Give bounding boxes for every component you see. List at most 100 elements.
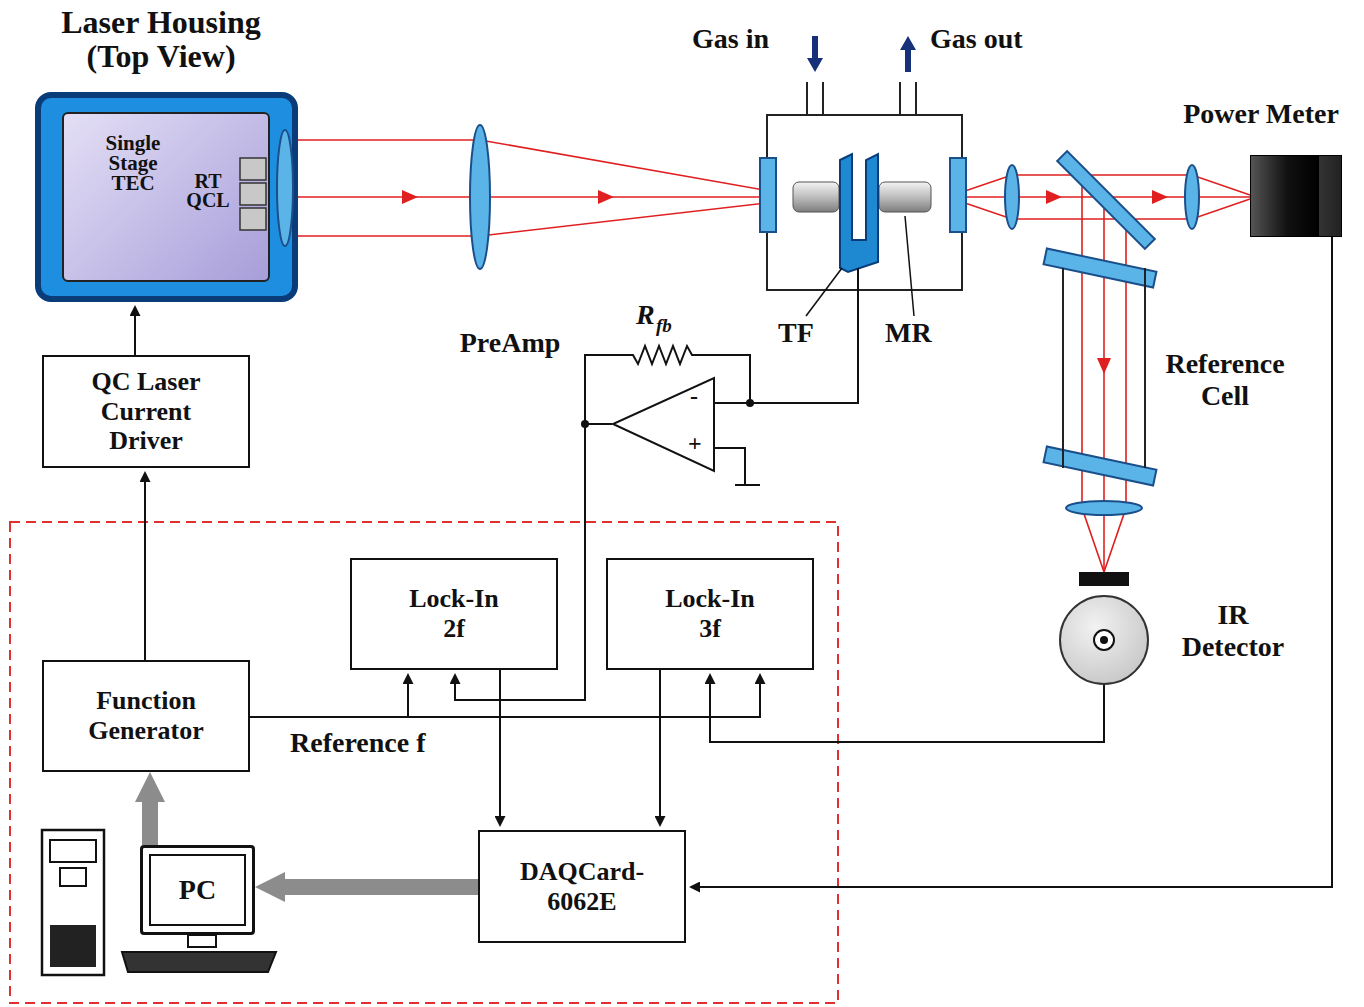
node-text: PreAmp: [445, 327, 575, 359]
node-box: Function Generator: [42, 660, 250, 772]
signal-wire: [499, 670, 501, 816]
lens: [1005, 165, 1019, 229]
gas-in-arrow: [807, 36, 823, 72]
part-label: R: [636, 300, 655, 331]
beam-arrow: [1046, 190, 1062, 204]
beam-splitter: [1057, 151, 1155, 249]
beam-arrow: [1097, 358, 1111, 374]
node-text: QC Laser Current Driver: [71, 367, 221, 457]
gas-out-arrow: [900, 36, 916, 72]
wire: [715, 268, 858, 403]
detector-element: [1094, 630, 1114, 650]
wire: [585, 268, 858, 485]
cell-window: [950, 158, 966, 232]
node-box: Single Stage TECRT QCLLaser Housing (Top…: [35, 92, 298, 302]
gas-pipe: [899, 82, 901, 115]
node-text: Reference Cell: [1150, 348, 1300, 412]
node-box: Lock-In 2f: [350, 558, 558, 670]
part-label: MR: [885, 318, 932, 349]
qcl-chip: [240, 183, 266, 205]
signal-wire: [659, 670, 661, 816]
node-text: Lock-In 2f: [399, 584, 509, 644]
pc-drive: [60, 868, 86, 886]
edge-label: Reference f: [290, 728, 426, 759]
node-box: Power Meter: [1250, 155, 1342, 237]
signal-wire: [455, 424, 612, 700]
part-label: +: [688, 430, 702, 456]
gas-pipe: [807, 82, 916, 115]
node-box: Single Stage TEC RT QCL: [62, 112, 270, 282]
node-box: PreAmp: [612, 377, 715, 472]
op-amp-symbol: [613, 378, 714, 471]
part-label: TF: [778, 318, 814, 349]
ground-symbol: [735, 484, 760, 486]
node-text: Power Meter: [1166, 98, 1356, 130]
node-box: Reference Cell: [1062, 268, 1146, 468]
signal-wire: [710, 684, 1104, 742]
node-box: Lock-In 3f: [606, 558, 814, 670]
part-label: fb: [656, 316, 672, 337]
micro-resonator: [793, 182, 839, 212]
monitor-stand: [188, 935, 216, 947]
keyboard: [122, 952, 276, 972]
gas-pipe: [915, 82, 917, 115]
node-text: Lock-In 3f: [655, 584, 765, 644]
node-box: QC Laser Current Driver: [42, 355, 250, 468]
node-text: Laser Housing (Top View): [30, 6, 292, 73]
node-text: Function Generator: [56, 686, 236, 746]
wire: [715, 448, 745, 485]
pc-drive: [50, 840, 96, 862]
gas-cell: [767, 115, 962, 290]
signal-wire: [134, 316, 136, 355]
beam-arrow: [402, 190, 418, 204]
laser-beam: [294, 140, 1250, 572]
qcl-chip: [240, 208, 266, 230]
node-text: PC: [158, 874, 238, 906]
signal-wire: [250, 684, 408, 717]
part-label: Gas out: [930, 24, 1023, 55]
cell-window: [1044, 447, 1157, 486]
leader-line: [806, 268, 842, 316]
node-text: DAQCard-6062E: [507, 857, 657, 917]
detector-mount: [1079, 572, 1129, 586]
lens: [470, 125, 1199, 515]
junction-dot: [746, 399, 754, 407]
node-text: Single Stage TEC: [94, 134, 172, 194]
node-decoration: [41, 98, 292, 296]
node-decoration: [1061, 597, 1147, 683]
cell-window: [1044, 249, 1157, 288]
signal-wire: [700, 237, 1332, 887]
pc-vent: [50, 925, 96, 967]
signal-wire: [144, 482, 146, 660]
node-box: PC: [140, 845, 255, 935]
node-text: IR Detector: [1169, 599, 1297, 663]
qcl-chip: [240, 158, 266, 180]
part-label: Gas in: [692, 24, 769, 55]
node-box: IR Detector: [1059, 595, 1149, 685]
lens: [277, 130, 293, 246]
leader-line: [905, 216, 914, 316]
gas-pipe: [806, 82, 808, 115]
laser-beam: [294, 202, 775, 236]
laser-beam: [294, 196, 775, 198]
node-text: RT QCL: [182, 172, 234, 210]
part-label: -: [690, 383, 698, 409]
laser-beam: [294, 140, 775, 192]
block-arrow: [285, 879, 478, 895]
detector-element: [1100, 636, 1108, 644]
dashed-region: [10, 522, 838, 1003]
tuning-fork: [840, 154, 878, 272]
node-box: DAQCard-6062E: [478, 830, 686, 943]
beam-arrow: [1152, 190, 1168, 204]
lens: [470, 125, 490, 269]
beam-arrow: [402, 190, 1168, 374]
gas-pipe: [822, 82, 824, 115]
resistor-symbol: [585, 346, 750, 424]
block-arrow: [142, 802, 158, 845]
cell-window: [760, 158, 776, 232]
